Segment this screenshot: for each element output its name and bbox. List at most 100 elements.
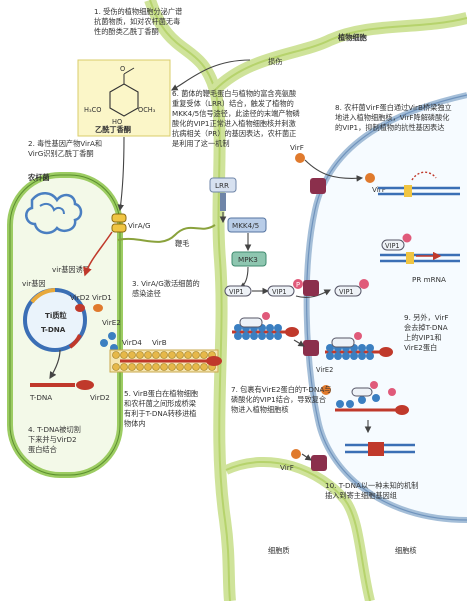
vir-induction-label: vir基因诱导	[52, 265, 90, 274]
mkk45-kinase: MKK4/5	[227, 217, 267, 233]
phospho-label-b: P	[296, 281, 300, 289]
step4-line3: 蛋白结合	[28, 445, 57, 454]
step3-line1: 3. VirA/G激活细菌的	[132, 279, 200, 288]
agrobacterium-label: 农杆菌	[27, 173, 50, 182]
flagellum-label: 鞭毛	[175, 239, 189, 248]
vire2-label-nucleus: VirE2	[316, 366, 333, 374]
step10-line2: 插入到寄主细胞基因组	[325, 491, 397, 500]
step2-line2: VirG识别乙酰丁香酮	[28, 149, 94, 158]
step9-line2: 会去掉T-DNA	[404, 323, 448, 332]
step9-line4: VirE2蛋白	[404, 343, 437, 352]
step1-line1: 1. 受伤的植物细胞分泌广谱	[94, 7, 182, 16]
vip1-label-c: VIP1	[339, 288, 354, 296]
step4-line1: 4. T-DNA被切割	[28, 425, 81, 434]
step5-line4: 物体内	[124, 419, 146, 428]
vird1-label: VirD1	[92, 293, 112, 302]
lrr-receptor: LRR	[209, 177, 237, 211]
step8-line1: 8. 农杆菌VirF蛋白通过VirB桥梁独立	[335, 103, 452, 112]
arrow-plasmid-to-tdna	[49, 349, 61, 380]
arrow-mpk-to-vip1	[239, 266, 249, 289]
step-9-text: 9. 另外，VirF 会去掉T-DNA 上的VIP1和 VirE2蛋白	[404, 313, 449, 352]
signal-arrow-bacterium	[83, 231, 113, 277]
step10-line1: 10. T-DNA以一种未知的机制	[325, 481, 418, 490]
arrow-vip1-to-nucleus	[295, 289, 331, 299]
step-8-text: 8. 农杆菌VirF蛋白通过VirB桥梁独立 地进入植物细胞核，VirF降解磷酸…	[335, 103, 452, 132]
wound-label: 损伤	[268, 57, 282, 66]
mpk3-kinase: MPK3	[231, 251, 267, 267]
step-6-text: 6. 菌体的鞭毛蛋白与植物的富含亮氨酸 重复受体（LRR）结合，触发了植物的 M…	[172, 89, 300, 148]
vira-g-receptor: VirA/G	[111, 213, 151, 233]
step-10-text: 10. T-DNA以一种未知的机制 插入到寄主细胞基因组	[325, 481, 418, 500]
arrow-virf-nucleus	[304, 159, 364, 182]
step6-line3: MKK4/5信号途径，此途径的末端产物磷	[172, 109, 300, 118]
step7-line3: 物进入植物细胞核	[231, 405, 289, 414]
molecule-och3: OCH₃	[138, 106, 156, 114]
step6-line1: 6. 菌体的鞭毛蛋白与植物的富含亮氨酸	[172, 89, 296, 98]
plant-cell-walls	[144, 0, 467, 601]
step7-line1: 7. 包裹有VirE2蛋白的T-DNA与	[231, 385, 331, 394]
step4-line2: 下来并与VirD2	[28, 435, 77, 444]
step-4-text: 4. T-DNA被切割 下来并与VirD2 蛋白结合	[28, 425, 81, 454]
step9-line3: 上的VIP1和	[404, 333, 442, 342]
virf-label-bottom: VirF	[280, 463, 294, 472]
flagellum	[117, 224, 216, 243]
tdna-complex-cytoplasm	[232, 312, 299, 340]
step6-line4: 酸化的VIP1正常进入植物细胞核并刺激	[172, 119, 296, 128]
virb-bridge: VirD4 VirB	[109, 338, 222, 373]
ti-plasmid: Ti质粒 T-DNA	[23, 288, 87, 352]
step5-line3: 有利于T-DNA转移进植	[124, 409, 196, 418]
step9-line1: 9. 另外，VirF	[404, 313, 449, 322]
arrow-complex-to-nucleus	[293, 339, 305, 347]
step-2-text: 2. 毒性基因产物VirA和 VirG识别乙酰丁香酮	[28, 139, 102, 158]
tdna-label-plasmid: T-DNA	[41, 325, 66, 334]
virf-protein-bottom: VirF	[280, 449, 301, 472]
virf-degradation-lower	[321, 381, 415, 456]
virf-protein-top: VirF VirF	[290, 143, 386, 194]
step8-line3: 的VIP1，抑制植物的抗性基因表达	[335, 123, 444, 132]
tdna-label-bacterium: T-DNA	[29, 393, 52, 402]
tdna-strand-bacterium: T-DNA VirD2	[29, 380, 110, 402]
vir-gene-label: vir基因	[22, 279, 46, 288]
arrow-virf-bottom	[301, 453, 312, 461]
molecule-ho: HO	[112, 118, 122, 126]
mpk3-label: MPK3	[238, 255, 258, 264]
pr-mrna-label: PR mRNA	[412, 275, 446, 284]
step7-line2: 磷酸化的VIP1结合，导致复合	[231, 395, 326, 404]
vira-g-label: VirA/G	[128, 221, 151, 230]
vird4-label: VirD4	[122, 338, 142, 347]
step2-line1: 2. 毒性基因产物VirA和	[28, 139, 102, 148]
acetosyringone-label: 乙酰丁香酮	[95, 125, 131, 134]
molecule-carbonyl-o: O	[120, 65, 125, 73]
step3-line2: 感染途径	[132, 289, 161, 298]
ti-plasmid-label: Ti质粒	[45, 311, 68, 320]
molecule-h3co: H₃CO	[84, 106, 101, 114]
step6-line5: 抗病相关（PR）的基因表达，农杆菌正	[172, 129, 296, 138]
vire2-label-bacterium: VirE2	[102, 318, 121, 327]
step8-line2: 地进入植物细胞核，VirF降解磷酸化	[335, 113, 449, 122]
vip1-label-a: VIP1	[229, 288, 244, 296]
step-3-text: 3. VirA/G激活细菌的 感染途径	[132, 279, 200, 298]
step-5-text: 5. VirB蛋白在植物细胞 和农杆菌之间形成桥梁 有利于T-DNA转移进植 物…	[124, 389, 198, 428]
tdna-complex-nucleus: VirE2	[316, 332, 393, 374]
step-1-text: 1. 受伤的植物细胞分泌广谱 抗菌物质，如对农杆菌无毒 性的酚类乙酰丁香酮	[94, 7, 182, 36]
vip1-label-b: VIP1	[272, 288, 287, 296]
virf-label-nucleus: VirF	[372, 185, 386, 194]
step-7-text: 7. 包裹有VirE2蛋白的T-DNA与 磷酸化的VIP1结合，导致复合 物进入…	[231, 385, 331, 414]
nuclear-pores	[303, 178, 327, 471]
arrow-wound-to-molecule	[171, 59, 251, 91]
virf-label-top: VirF	[290, 143, 304, 152]
step6-line6: 是利用了这一机制	[172, 139, 230, 148]
step1-line2: 抗菌物质，如对农杆菌无毒	[94, 17, 180, 26]
vip1-label-gene: VIP1	[385, 242, 400, 250]
vird2-label: VirD2	[70, 293, 90, 302]
step1-line3: 性的酚类乙酰丁香酮	[94, 27, 159, 36]
step6-line2: 重复受体（LRR）结合，触发了植物的	[172, 99, 294, 108]
vip1-cytoplasm-a: VIP1	[224, 285, 252, 297]
acetosyringone-structure: O HO OCH₃ H₃CO 乙酰丁香酮	[77, 59, 171, 137]
lrr-label: LRR	[215, 181, 229, 190]
step5-line2: 和农杆菌之间形成桥梁	[124, 399, 196, 408]
vip1-nucleus-right: VIP1	[334, 279, 369, 297]
cytoplasm-label: 细胞质	[268, 546, 290, 555]
mkk45-label: MKK4/5	[232, 221, 259, 230]
